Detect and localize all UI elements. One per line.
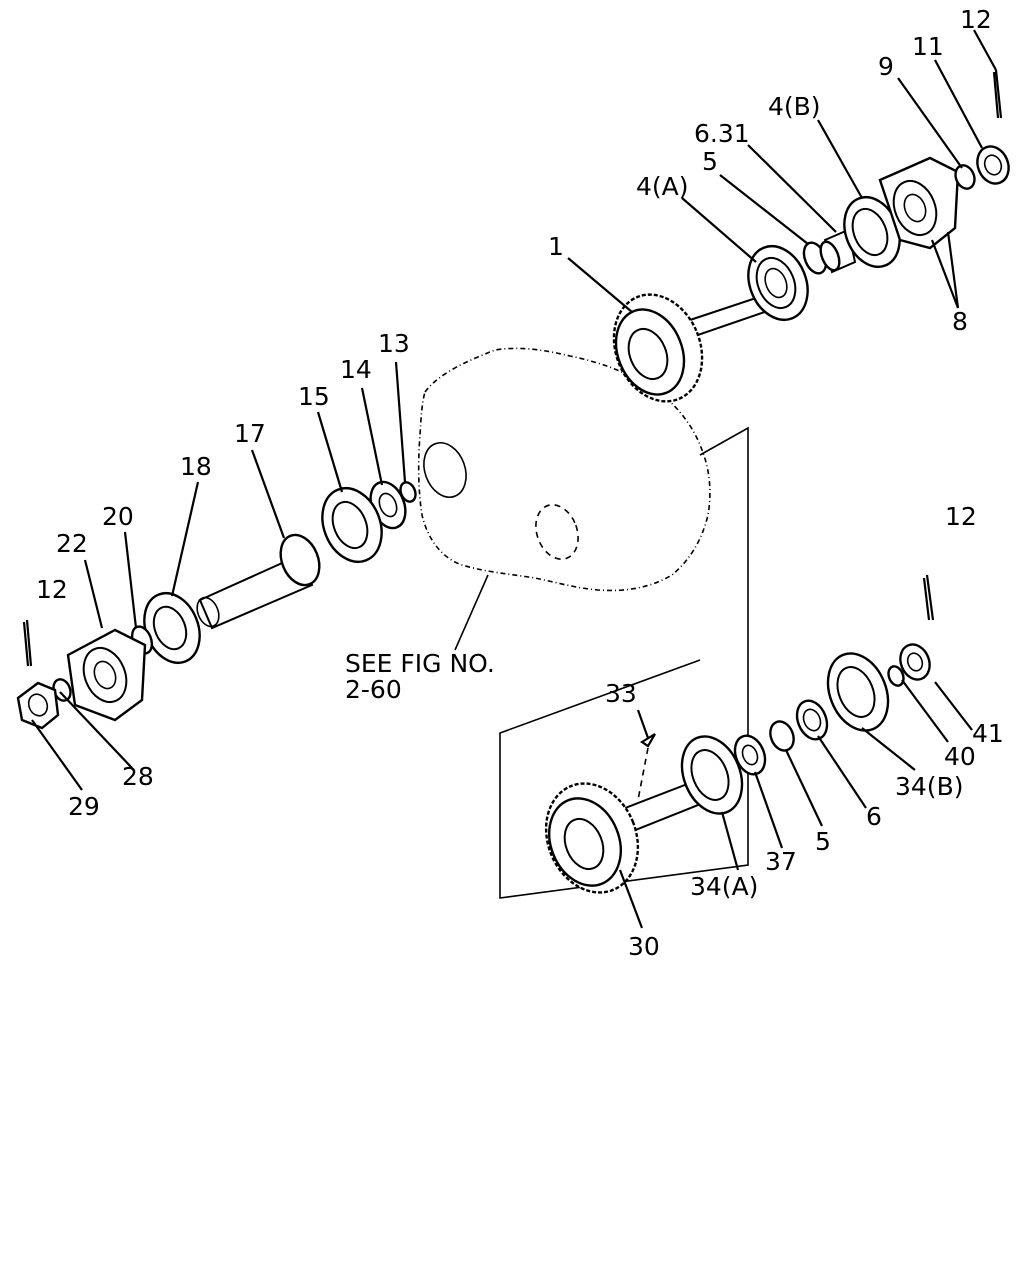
lower-shaft-assembly [544, 574, 935, 894]
bearing-37 [733, 734, 767, 776]
bearing-4a [747, 245, 809, 321]
leader-lines [31, 29, 997, 929]
callout-6-bottom: 6 [866, 802, 882, 831]
flange-22 [66, 628, 147, 722]
callout-29: 29 [68, 792, 100, 821]
bearing-4b [843, 196, 901, 268]
callout-41: 41 [972, 719, 1004, 748]
gear-30 [544, 782, 640, 894]
callout-33: 33 [605, 679, 637, 708]
callout-20: 20 [102, 502, 134, 531]
callout-34b: 34(B) [895, 772, 963, 801]
cotter-pin-12-left [22, 619, 33, 667]
cotter-pin-12-right [922, 574, 935, 621]
bearing-18 [143, 592, 201, 664]
see-fig-line1: SEE FIG NO. [345, 649, 495, 678]
callout-14: 14 [340, 355, 372, 384]
callout-labels: 1 4(A) 5 6.31 4(B) 8 9 11 12 13 14 15 17… [36, 5, 1004, 961]
flange-8 [878, 156, 960, 250]
nut-11 [976, 145, 1010, 185]
callout-5-top: 5 [702, 147, 718, 176]
collar-6-bottom [795, 699, 829, 741]
callout-4b-top: 4(B) [768, 92, 821, 121]
callout-34a: 34(A) [690, 872, 758, 901]
gear-1 [612, 293, 704, 403]
callout-12-right: 12 [945, 502, 977, 531]
callout-37: 37 [765, 847, 797, 876]
callout-13: 13 [378, 329, 410, 358]
callout-5-bottom: 5 [815, 827, 831, 856]
callout-28: 28 [122, 762, 154, 791]
nut-29 [16, 681, 60, 730]
callout-40: 40 [944, 742, 976, 771]
callout-9: 9 [878, 52, 894, 81]
callout-12-left: 12 [36, 575, 68, 604]
callout-12-topright: 12 [960, 5, 992, 34]
callout-6-31: 6.31 [694, 119, 750, 148]
bearing-34b [826, 652, 890, 732]
cotter-pin-12-top [992, 69, 1003, 119]
bearing-15 [321, 487, 383, 563]
callout-17: 17 [234, 419, 266, 448]
callout-11: 11 [912, 32, 944, 61]
nut-41 [899, 643, 931, 681]
callout-22: 22 [56, 529, 88, 558]
o-ring-40 [887, 665, 905, 687]
callout-15: 15 [298, 382, 330, 411]
see-fig-line2: 2-60 [345, 675, 402, 704]
callout-8: 8 [952, 307, 968, 336]
middle-shaft-assembly [16, 480, 417, 730]
callout-18: 18 [180, 452, 212, 481]
shaft-17 [196, 533, 321, 630]
washer-5-bottom [769, 720, 795, 752]
top-shaft-assembly [612, 69, 1010, 403]
bearing-34a [680, 735, 744, 815]
callout-1: 1 [548, 232, 564, 261]
callout-4a-top: 4(A) [636, 172, 689, 201]
key-33 [639, 733, 656, 748]
callout-30: 30 [628, 932, 660, 961]
